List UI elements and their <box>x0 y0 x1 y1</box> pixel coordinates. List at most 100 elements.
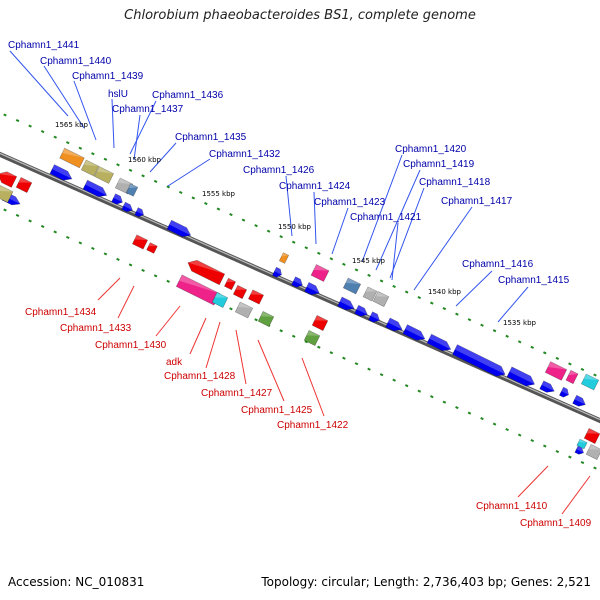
forward-gene-label-leader <box>361 154 403 263</box>
reverse-gene-label: Cphamn1_1422 <box>277 420 349 431</box>
forward-gene-label: Cphamn1_1432 <box>209 149 281 160</box>
forward-gene-label: Cphamn1_1423 <box>314 197 386 208</box>
forward-gene-label: Cphamn1_1420 <box>395 144 467 155</box>
reverse-gene-label-leader <box>117 285 135 319</box>
scale-tick-label: 1555 kbp <box>202 190 236 198</box>
topology-text: Topology: circular; Length: 2,736,403 bp… <box>261 575 591 589</box>
reverse-gene-shine <box>0 171 17 177</box>
scale-dot-upper <box>455 312 459 316</box>
scale-dot-lower <box>430 395 434 399</box>
reverse-gene-shine <box>235 285 247 290</box>
scale-dot-lower <box>455 406 459 410</box>
scale-dot-upper <box>404 290 409 294</box>
forward-gene-shape <box>452 344 506 377</box>
forward-gene <box>166 219 192 238</box>
scale-dot-upper <box>204 201 208 206</box>
reverse-gene-label: Cphamn1_1430 <box>95 340 167 351</box>
feature-gene <box>372 291 390 307</box>
scale-dot-upper <box>141 174 145 178</box>
scale-dot-upper <box>555 356 560 360</box>
forward-gene-label-leader <box>111 98 115 149</box>
feature-gene-shine <box>313 264 329 271</box>
scale-dot-lower <box>568 455 572 459</box>
scale-dot-upper <box>291 240 296 244</box>
scale-tick-label: 1565 kbp <box>55 121 89 129</box>
feature-gene-shape <box>211 292 229 308</box>
reverse-gene-label-leader <box>205 321 221 369</box>
feature-gene <box>362 286 378 302</box>
forward-gene-shape <box>559 386 569 398</box>
forward-gene-label: Cphamn1_1419 <box>403 159 475 170</box>
forward-gene-label-leader <box>149 142 177 173</box>
forward-gene-shine <box>85 180 107 196</box>
reverse-gene-label-leader <box>301 357 325 417</box>
scale-dot-upper <box>40 130 45 134</box>
scale-dot-upper <box>568 362 572 366</box>
scale-dot-upper <box>354 268 359 272</box>
reverse-gene-label: Cphamn1_1425 <box>241 405 313 416</box>
forward-gene-shape <box>572 394 586 407</box>
reverse-gene-shape <box>15 177 33 193</box>
forward-gene-shape <box>368 311 380 323</box>
scale-dot-upper <box>65 141 70 145</box>
scale-dot-upper <box>430 301 434 305</box>
forward-gene-label-leader <box>73 80 97 141</box>
reverse-gene-label: Cphamn1_1427 <box>201 388 273 399</box>
reverse-gene-shine <box>226 278 236 283</box>
scale-dot-upper <box>530 345 535 349</box>
feature-gene <box>125 183 139 197</box>
forward-gene <box>402 324 426 341</box>
scale-dot-lower <box>505 428 509 432</box>
reverse-gene-label-leader <box>97 277 121 301</box>
genome-backbone-highlight <box>0 152 600 421</box>
forward-gene-shine <box>454 344 506 375</box>
scale-dot-lower <box>442 400 447 404</box>
forward-gene-label-leader <box>9 50 69 117</box>
forward-gene-label: Cphamn1_1439 <box>72 71 144 82</box>
feature-gene-shine <box>0 185 13 192</box>
reverse-gene <box>248 289 264 305</box>
feature-gene-shape <box>0 185 14 203</box>
reverse-gene-shape <box>224 277 236 291</box>
forward-gene-label-leader <box>43 65 85 129</box>
forward-gene-shape <box>134 207 144 218</box>
reverse-gene-shape <box>0 171 18 188</box>
feature-gene <box>211 292 229 308</box>
forward-gene-shape <box>111 193 123 205</box>
forward-gene-shape <box>337 296 355 311</box>
scale-dot-lower <box>530 438 535 443</box>
forward-gene-label-leader <box>389 187 425 279</box>
scale-dot-upper <box>392 284 396 289</box>
feature-gene <box>175 274 221 306</box>
feature-gene-shine <box>214 292 228 298</box>
forward-gene-shine <box>429 334 451 350</box>
forward-gene <box>452 344 506 377</box>
reverse-gene <box>0 171 18 188</box>
scale-dot-upper <box>103 157 108 161</box>
reverse-gene-shine <box>187 260 225 275</box>
scale-dot-upper <box>505 334 509 338</box>
feature-gene <box>342 277 362 295</box>
scale-dot-upper <box>492 329 497 333</box>
forward-gene-label-leader <box>331 207 349 255</box>
scale-dot-lower <box>141 268 145 272</box>
feature-gene <box>0 185 14 203</box>
forward-gene <box>385 317 403 332</box>
reverse-gene-label-leader <box>189 317 207 355</box>
feature-gene-shine <box>237 301 253 309</box>
forward-gene <box>49 164 73 181</box>
feature-gene <box>585 444 600 460</box>
reverse-gene-label: Cphamn1_1433 <box>60 323 132 334</box>
forward-gene-label: Cphamn1_1435 <box>175 132 247 143</box>
scale-dot-lower <box>3 208 7 212</box>
forward-gene-label-leader <box>129 100 157 155</box>
scale-dot-upper <box>442 307 447 311</box>
scale-dot-upper <box>542 351 547 355</box>
forward-gene <box>82 179 108 198</box>
forward-gene-label: Cphamn1_1418 <box>419 177 491 188</box>
feature-gene <box>93 166 115 184</box>
scale-dot-lower <box>317 345 321 349</box>
feature-gene <box>234 301 254 319</box>
scale-dot-upper <box>28 124 32 128</box>
